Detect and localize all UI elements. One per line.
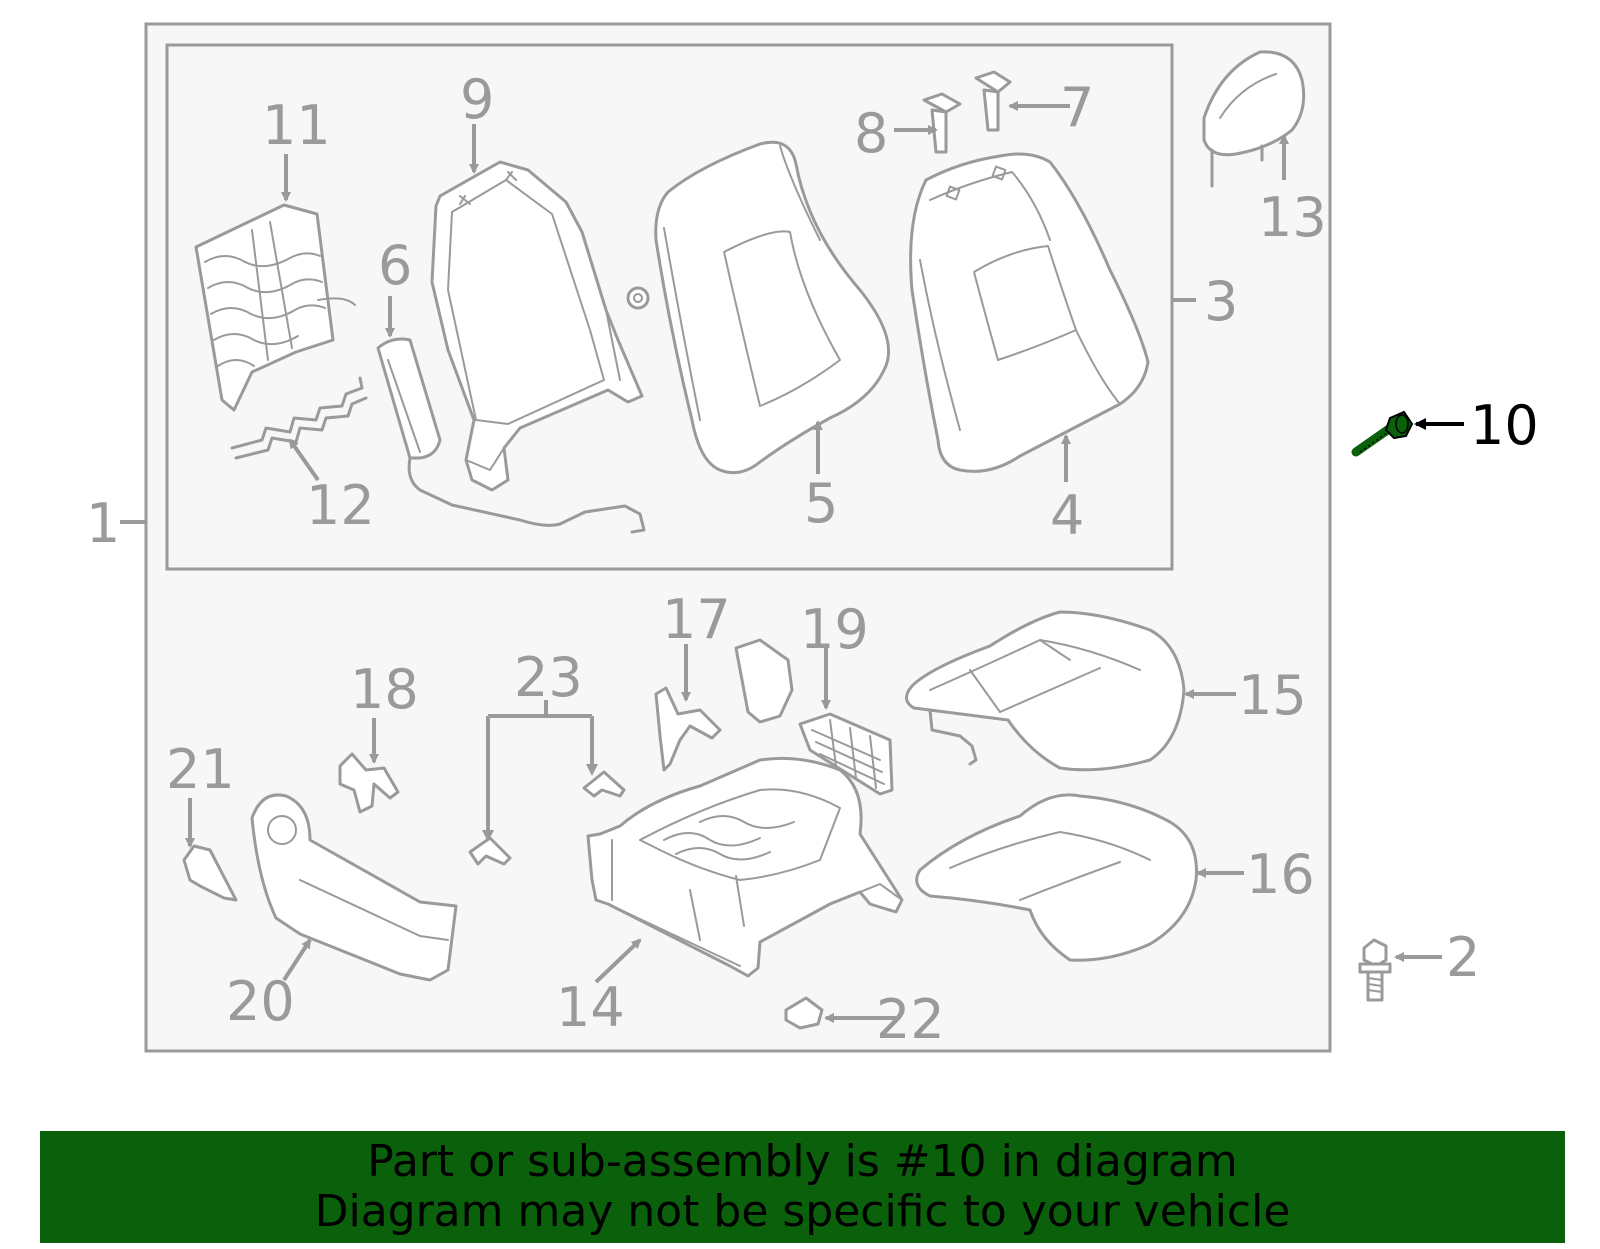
- callout-13: 13: [1258, 186, 1327, 249]
- callout-10: 10: [1470, 394, 1539, 457]
- callout-14: 14: [556, 976, 625, 1039]
- banner-line-1: Part or sub-assembly is #10 in diagram: [367, 1136, 1238, 1187]
- callout-18: 18: [350, 658, 419, 721]
- part-20-side-shield[interactable]: [250, 793, 458, 982]
- part-18-bracket[interactable]: [338, 752, 400, 814]
- callout-6: 6: [378, 234, 412, 297]
- callout-11: 11: [262, 94, 331, 157]
- callout-20: 20: [226, 970, 295, 1033]
- banner-line-2: Diagram may not be specific to your vehi…: [314, 1186, 1291, 1237]
- callout-9: 9: [460, 68, 494, 131]
- part-10-bolt[interactable]: [1351, 410, 1414, 457]
- callout-2: 2: [1446, 926, 1480, 989]
- part-13-headrest[interactable]: [1202, 50, 1306, 188]
- callout-22: 22: [876, 988, 945, 1051]
- part-21-cover[interactable]: [182, 844, 238, 902]
- callout-23: 23: [514, 646, 583, 709]
- part-2-bolt[interactable]: [1358, 938, 1392, 1002]
- part-16-cushion-pad[interactable]: [915, 793, 1198, 962]
- callout-7: 7: [1060, 76, 1094, 139]
- callout-5: 5: [804, 472, 838, 535]
- part-9-seatback-frame[interactable]: [430, 160, 644, 492]
- leader-lines: [120, 101, 1464, 1023]
- part-15-cushion-cover[interactable]: [905, 610, 1186, 772]
- callout-17: 17: [662, 588, 731, 651]
- part-14-cushion-frame[interactable]: [586, 756, 904, 978]
- info-banner: Part or sub-assembly is #10 in diagram D…: [40, 1131, 1565, 1243]
- part-grommet: [626, 286, 650, 310]
- callout-16: 16: [1246, 843, 1315, 906]
- callout-8: 8: [854, 102, 888, 165]
- callout-15: 15: [1238, 664, 1307, 727]
- part-4-seatback-cover[interactable]: [909, 152, 1150, 473]
- callout-12: 12: [306, 474, 375, 537]
- part-6-side-airbag[interactable]: [376, 337, 646, 534]
- part-17-bracket[interactable]: [654, 686, 722, 772]
- part-19-side-trim[interactable]: [734, 638, 894, 796]
- callout-19: 19: [800, 598, 869, 661]
- part-8-headrest-guide[interactable]: [922, 92, 962, 154]
- part-5-seatback-pad[interactable]: [654, 140, 891, 475]
- part-7-headrest-guide[interactable]: [974, 70, 1012, 132]
- callout-3: 3: [1204, 270, 1238, 333]
- part-12-lumbar-wire[interactable]: [230, 376, 368, 460]
- part-11-back-spring-mat[interactable]: [194, 203, 356, 412]
- part-22-clip[interactable]: [784, 996, 824, 1030]
- callout-21: 21: [166, 738, 235, 801]
- callout-1: 1: [86, 492, 120, 555]
- callout-4: 4: [1050, 484, 1084, 547]
